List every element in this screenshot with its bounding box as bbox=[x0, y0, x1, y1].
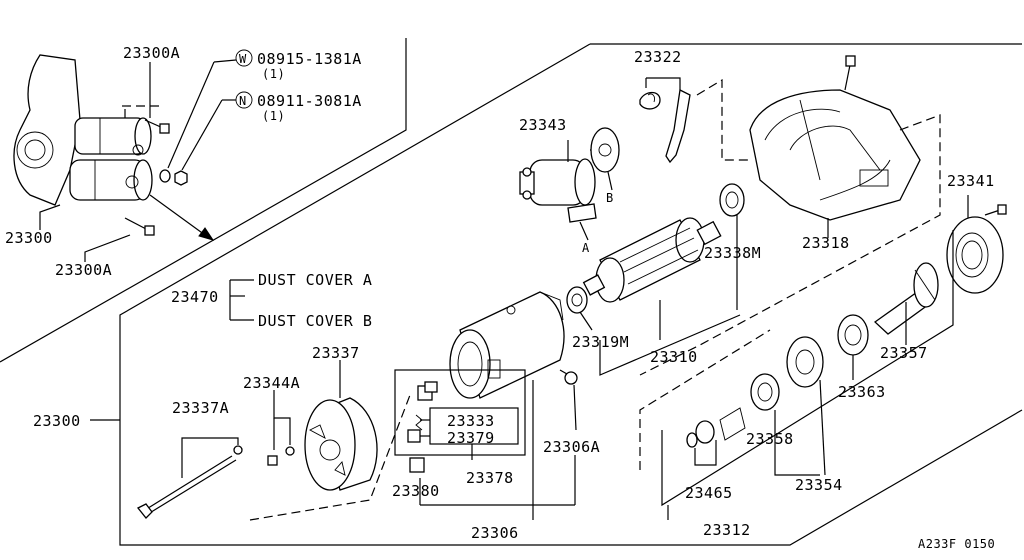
drive-group-frame bbox=[639, 230, 954, 507]
label-23470: 23470 bbox=[171, 288, 219, 306]
label-23306A: 23306A bbox=[543, 438, 600, 456]
label-23306: 23306 bbox=[471, 524, 519, 542]
label-23354: 23354 bbox=[795, 476, 843, 494]
label-23300A-top: 23300A bbox=[123, 44, 180, 62]
label-23337A: 23337A bbox=[172, 399, 229, 417]
inset-starter-assembly bbox=[13, 54, 215, 241]
label-n-code: 08911-3081A bbox=[257, 92, 362, 110]
part-23465 bbox=[686, 407, 746, 466]
label-23357: 23357 bbox=[880, 344, 928, 362]
part-23378-group bbox=[394, 369, 526, 505]
label-23341: 23341 bbox=[947, 172, 995, 190]
label-23378: 23378 bbox=[466, 469, 514, 487]
part-23343 bbox=[519, 127, 620, 241]
circle-w-letter: W bbox=[239, 52, 247, 66]
part-23310 bbox=[582, 217, 741, 376]
mark-b: B bbox=[606, 191, 614, 205]
part-23319M bbox=[566, 286, 593, 331]
label-23338M: 23338M bbox=[704, 244, 761, 262]
main-leaders bbox=[90, 279, 669, 520]
circle-w-icon bbox=[235, 49, 253, 67]
label-23344A: 23344A bbox=[243, 374, 300, 392]
part-23337 bbox=[249, 360, 411, 521]
frame-lines bbox=[0, 38, 1023, 546]
part-labels: 23300A W 08915-1381A (1) N 08911-3081A (… bbox=[5, 44, 995, 551]
label-w-qty: (1) bbox=[262, 67, 285, 81]
label-23310: 23310 bbox=[650, 348, 698, 366]
label-23318: 23318 bbox=[802, 234, 850, 252]
label-23343: 23343 bbox=[519, 116, 567, 134]
label-23322: 23322 bbox=[634, 48, 682, 66]
label-23300-inset: 23300 bbox=[5, 229, 53, 247]
label-w-code: 08915-1381A bbox=[257, 50, 362, 68]
label-23300-main: 23300 bbox=[33, 412, 81, 430]
label-23337: 23337 bbox=[312, 344, 360, 362]
label-dust-cover-b: DUST COVER B bbox=[258, 312, 372, 330]
label-23363: 23363 bbox=[838, 383, 886, 401]
label-23312: 23312 bbox=[703, 521, 751, 539]
label-23379: 23379 bbox=[447, 429, 495, 447]
inset-bolt-bottom bbox=[124, 217, 155, 236]
inset-leaders bbox=[39, 59, 237, 262]
label-23358: 23358 bbox=[746, 430, 794, 448]
diagram-ref-code: A233F 0150 bbox=[918, 537, 995, 551]
label-dust-cover-a: DUST COVER A bbox=[258, 271, 372, 289]
part-23354 bbox=[786, 336, 826, 476]
part-23341 bbox=[946, 195, 1007, 294]
inset-nut bbox=[174, 170, 188, 186]
label-23319M: 23319M bbox=[572, 333, 629, 351]
inset-washer bbox=[159, 169, 171, 183]
part-23358 bbox=[750, 373, 820, 476]
label-23300A-bottom: 23300A bbox=[55, 261, 112, 279]
part-23337A bbox=[136, 437, 243, 519]
inset-bolt-top bbox=[144, 119, 170, 134]
part-23318 bbox=[639, 55, 941, 376]
circle-n-letter: N bbox=[239, 94, 247, 108]
part-23322 bbox=[639, 77, 750, 164]
part-23357 bbox=[873, 262, 939, 345]
label-23333: 23333 bbox=[447, 412, 495, 430]
part-23306 bbox=[449, 291, 578, 505]
label-23380: 23380 bbox=[392, 482, 440, 500]
circle-n-icon bbox=[235, 91, 253, 109]
mark-a: A bbox=[582, 241, 590, 255]
label-n-qty: (1) bbox=[262, 109, 285, 123]
part-23344A bbox=[267, 390, 295, 466]
part-23338M bbox=[719, 183, 745, 310]
part-23363 bbox=[837, 314, 869, 380]
label-23465: 23465 bbox=[685, 484, 733, 502]
